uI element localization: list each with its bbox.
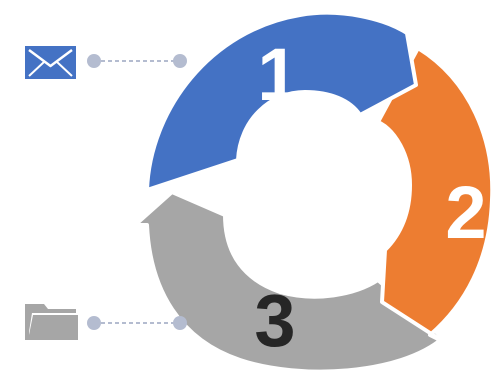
folder-icon <box>25 304 78 340</box>
cycle-segment-2 <box>376 46 491 344</box>
envelope-icon <box>25 46 76 79</box>
segment-1-number: 1 <box>257 33 298 116</box>
segment-3-number: 3 <box>254 279 295 362</box>
cycle-segment-3 <box>133 190 445 374</box>
mail-connector <box>87 54 187 68</box>
cycle-segment-1 <box>145 10 418 192</box>
folder-connector <box>87 316 187 330</box>
segment-2-number: 2 <box>445 171 486 254</box>
